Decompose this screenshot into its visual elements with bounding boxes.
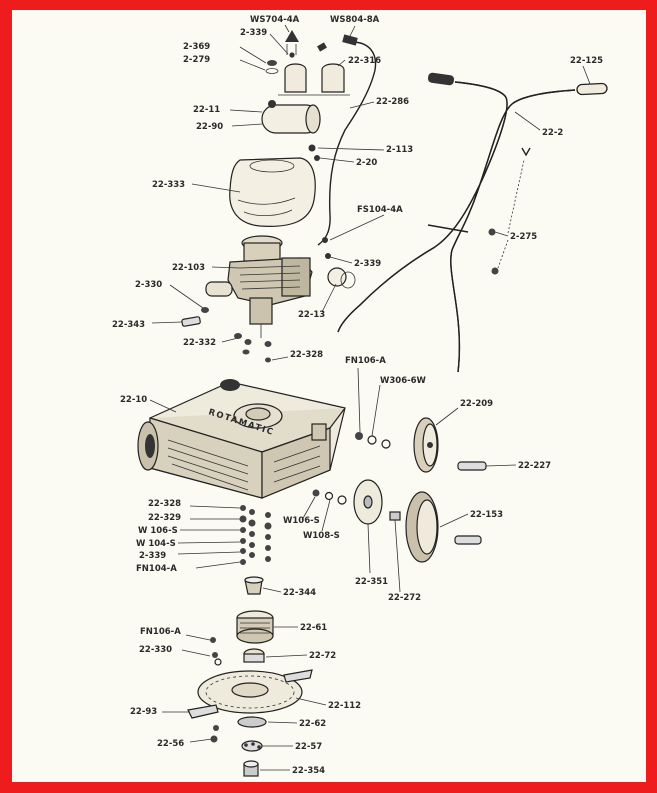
- label-2-339-mid: 2-339: [354, 259, 381, 269]
- label-22-227: 22-227: [518, 461, 551, 471]
- label-22-286: 22-286: [376, 97, 409, 107]
- label-22-332: 22-332: [183, 338, 216, 348]
- label-2-113: 2-113: [386, 145, 413, 155]
- control-cable: [317, 34, 377, 246]
- label-fs104-4a: FS104-4A: [357, 205, 403, 215]
- label-22-90: 22-90: [196, 122, 223, 132]
- label-fn106-a-top: FN106-A: [345, 356, 386, 366]
- parts-diagram-sheet: [12, 10, 646, 782]
- label-22-329: 22-329: [148, 513, 181, 523]
- label-22-57: 22-57: [295, 742, 322, 752]
- label-fn106-a-low: FN106-A: [140, 627, 181, 637]
- handle-grip-22-125: [576, 82, 608, 96]
- label-2-339-low: 2-339: [139, 551, 166, 561]
- clamp-brackets-22-316: [278, 63, 350, 96]
- part-number-labels: WS704-4A WS804-8A 2-339 2-369 2-279 22-3…: [112, 15, 603, 776]
- label-22-316: 22-316: [348, 56, 381, 66]
- label-2-275: 2-275: [510, 232, 537, 242]
- label-w104-s: W 104-S: [136, 539, 176, 549]
- label-22-93: 22-93: [130, 707, 157, 717]
- engine-shroud-22-333: [229, 157, 316, 227]
- label-ws804-8a: WS804-8A: [330, 15, 380, 25]
- label-22-56: 22-56: [157, 739, 184, 749]
- label-22-272: 22-272: [388, 593, 421, 603]
- label-w106-s-right: W106-S: [283, 516, 320, 526]
- fuel-tank-22-11: [261, 100, 321, 161]
- label-w108-s: W108-S: [303, 531, 340, 541]
- label-2-330: 2-330: [135, 280, 162, 290]
- top-hardware: [265, 30, 327, 74]
- hardware-stack-left: [239, 505, 272, 565]
- label-22-351: 22-351: [355, 577, 388, 587]
- label-fn104-a: FN104-A: [136, 564, 177, 574]
- handle-assembly: [337, 72, 608, 373]
- label-22-125: 22-125: [570, 56, 603, 66]
- label-w306-6w: W306-6W: [380, 376, 427, 386]
- mower-deck-22-10: ROTAMATIC: [137, 379, 346, 499]
- label-22-103: 22-103: [172, 263, 205, 273]
- label-22-13: 22-13: [298, 310, 325, 320]
- front-wheel-22-153: [312, 479, 482, 563]
- engine-22-103: [205, 235, 356, 338]
- label-22-330: 22-330: [139, 645, 172, 655]
- label-2-339-top: 2-339: [240, 28, 267, 38]
- label-22-328-top: 22-328: [290, 350, 323, 360]
- label-22-2: 22-2: [542, 128, 563, 138]
- label-22-343: 22-343: [112, 320, 145, 330]
- label-22-209: 22-209: [460, 399, 493, 409]
- label-2-279: 2-279: [183, 55, 210, 65]
- label-22-62: 22-62: [299, 719, 326, 729]
- label-2-20: 2-20: [356, 158, 377, 168]
- blade-assembly: [187, 576, 313, 777]
- label-ws704-4a: WS704-4A: [250, 15, 300, 25]
- label-22-112: 22-112: [328, 701, 361, 711]
- label-22-153: 22-153: [470, 510, 503, 520]
- label-22-11: 22-11: [193, 105, 220, 115]
- label-22-10: 22-10: [120, 395, 147, 405]
- label-w106-s-left: W 106-S: [138, 526, 178, 536]
- label-22-344: 22-344: [283, 588, 316, 598]
- label-22-354: 22-354: [292, 766, 325, 776]
- spark-plug-22-343: [181, 307, 272, 363]
- rear-wheel-22-209: [355, 417, 487, 473]
- label-22-61: 22-61: [300, 623, 327, 633]
- label-22-333: 22-333: [152, 180, 185, 190]
- label-22-72: 22-72: [309, 651, 336, 661]
- leader-lines: [149, 24, 591, 771]
- label-2-369: 2-369: [183, 42, 210, 52]
- label-22-328-low: 22-328: [148, 499, 181, 509]
